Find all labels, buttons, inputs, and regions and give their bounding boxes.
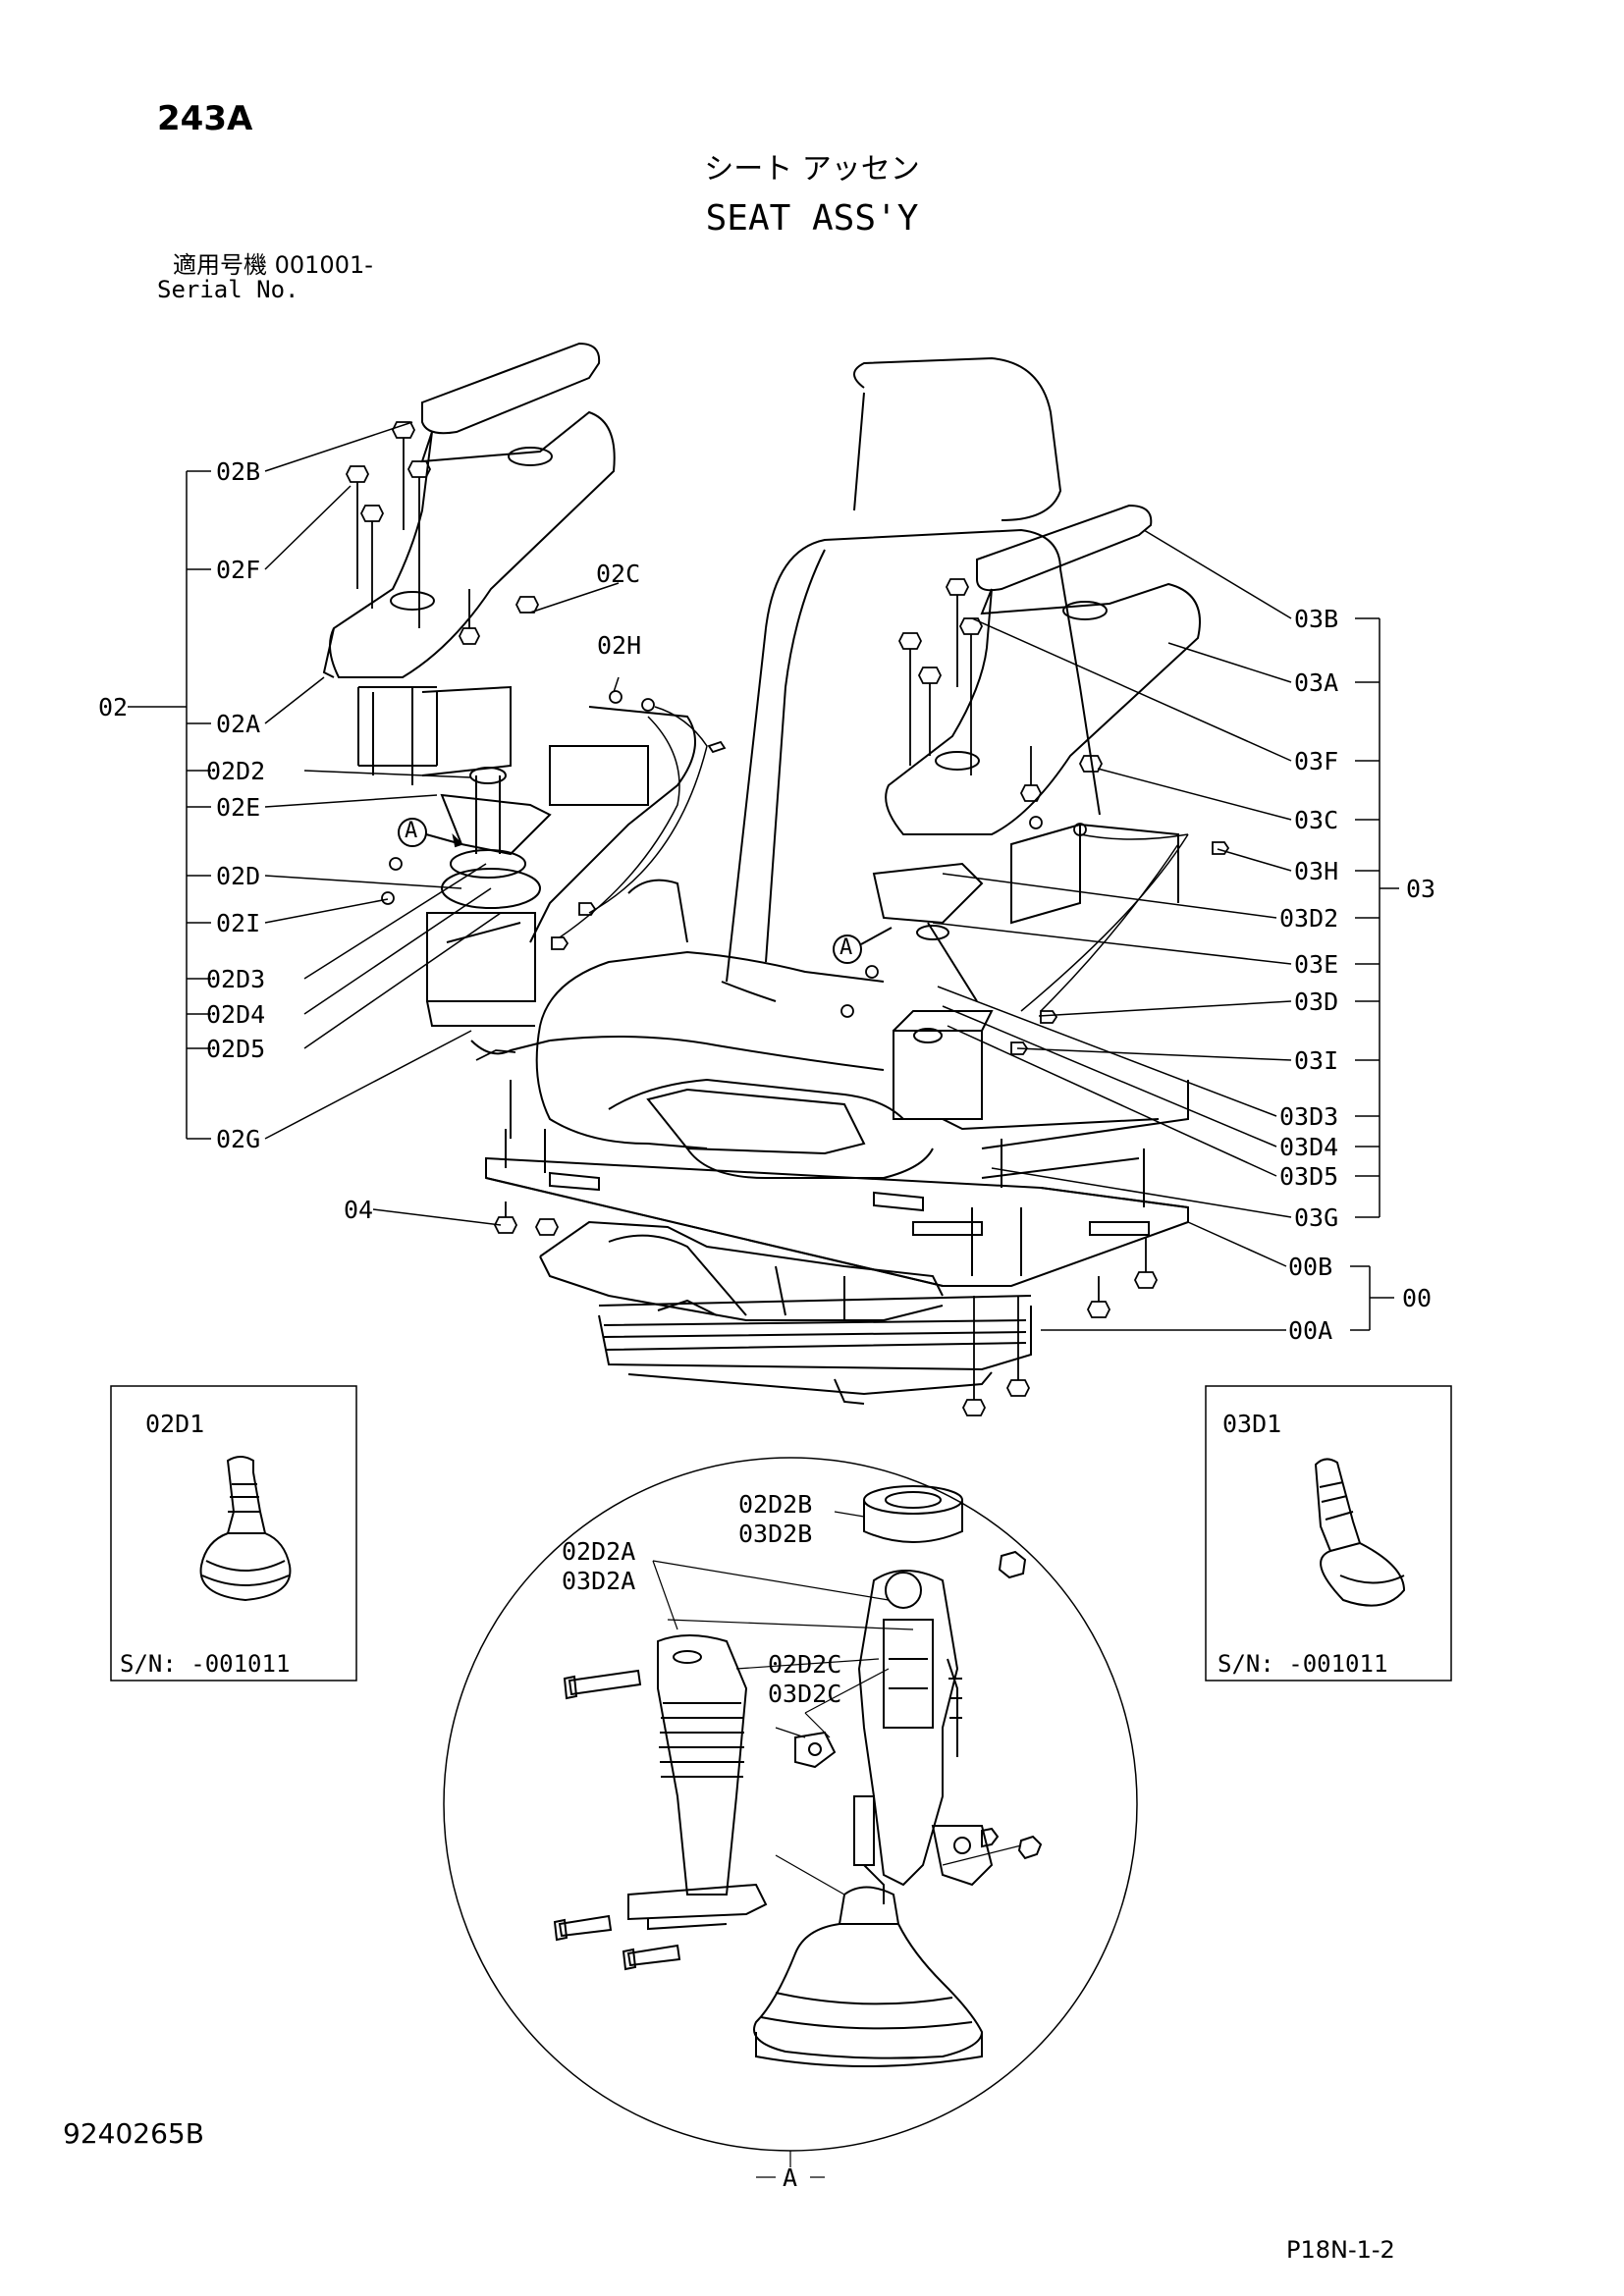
callout-00A: 00A <box>1288 1316 1333 1345</box>
callout-03C: 03C <box>1294 806 1339 834</box>
callout-00B: 00B <box>1288 1253 1333 1281</box>
callout-02D2: 02D2 <box>206 757 266 785</box>
view-a-marker-right: A <box>839 935 853 960</box>
view-a-marker-left: A <box>405 819 418 843</box>
callout-03D: 03D <box>1294 988 1339 1016</box>
callout-leaders <box>128 422 1399 1330</box>
callout-03A: 03A <box>1294 668 1339 697</box>
callout-03D4: 03D4 <box>1279 1133 1339 1161</box>
callout-02D5: 02D5 <box>206 1035 266 1063</box>
callout-02D: 02D <box>216 862 261 890</box>
callout-03G: 03G <box>1294 1203 1339 1232</box>
callout-group-02: 02 <box>98 693 129 721</box>
callout-02D3: 02D3 <box>206 965 266 993</box>
seat-cushion <box>537 952 1188 1178</box>
mount-plate <box>486 1129 1188 1286</box>
inset-left-serial: S/N: -001011 <box>120 1650 291 1678</box>
callout-02A: 02A <box>216 710 261 738</box>
suspension-base <box>540 1222 1031 1404</box>
callout-03D3: 03D3 <box>1279 1102 1339 1131</box>
detail-03D2A: 03D2A <box>562 1567 636 1595</box>
view-a-markers <box>399 819 892 963</box>
document-number: 9240265B <box>63 2117 204 2150</box>
title-english: SEAT ASS'Y <box>705 198 919 239</box>
seat-side-bracket <box>471 881 687 1139</box>
callout-02B: 02B <box>216 457 261 486</box>
callout-03D5: 03D5 <box>1279 1162 1339 1191</box>
title-japanese: シート アッセン <box>704 152 920 187</box>
fastener-bolts <box>347 422 1228 1415</box>
callout-03H: 03H <box>1294 857 1339 885</box>
left-armrest <box>324 344 615 785</box>
callout-02E: 02E <box>216 793 261 822</box>
inset-right-joystick <box>1316 1459 1404 1605</box>
serial-label-japanese: 適用号機 001001- <box>173 251 373 279</box>
callout-04: 04 <box>344 1196 374 1224</box>
detail-03D2C: 03D2C <box>768 1680 842 1708</box>
left-control-pod <box>427 707 695 1026</box>
detail-02D2B: 02D2B <box>738 1490 813 1519</box>
callout-03D2: 03D2 <box>1279 904 1339 933</box>
detail-03D2B: 03D2B <box>738 1520 813 1548</box>
detail-a-label: A <box>783 2163 798 2192</box>
inset-frames <box>111 1386 1451 1681</box>
right-control-pod <box>874 864 992 1119</box>
inset-right-part: 03D1 <box>1222 1410 1282 1438</box>
detail-02D2A: 02D2A <box>562 1537 636 1566</box>
callout-02D4: 02D4 <box>206 1000 266 1029</box>
callout-02G: 02G <box>216 1125 261 1153</box>
callout-group-03: 03 <box>1406 875 1436 903</box>
callout-03B: 03B <box>1294 605 1339 633</box>
callout-02I: 02I <box>216 909 261 937</box>
callout-03F: 03F <box>1294 747 1339 775</box>
inset-left-part: 02D1 <box>145 1410 205 1438</box>
detail-a-view <box>444 1458 1137 2177</box>
callout-03I: 03I <box>1294 1046 1339 1075</box>
harness-wires <box>560 707 1188 1011</box>
seat-back <box>722 358 1100 1001</box>
callout-group-00: 00 <box>1402 1284 1433 1312</box>
inset-left-joystick <box>201 1457 291 1600</box>
inset-right-serial: S/N: -001011 <box>1218 1650 1388 1678</box>
detail-02D2C: 02D2C <box>768 1650 842 1679</box>
serial-label-english: Serial No. <box>157 276 299 303</box>
callout-02C: 02C <box>596 560 641 588</box>
right-armrest <box>886 506 1200 923</box>
page-reference: P18N-1-2 <box>1286 2236 1395 2264</box>
callout-02H: 02H <box>597 631 642 660</box>
callout-03E: 03E <box>1294 950 1339 979</box>
callout-02F: 02F <box>216 556 261 584</box>
page-code: 243A <box>157 99 253 138</box>
